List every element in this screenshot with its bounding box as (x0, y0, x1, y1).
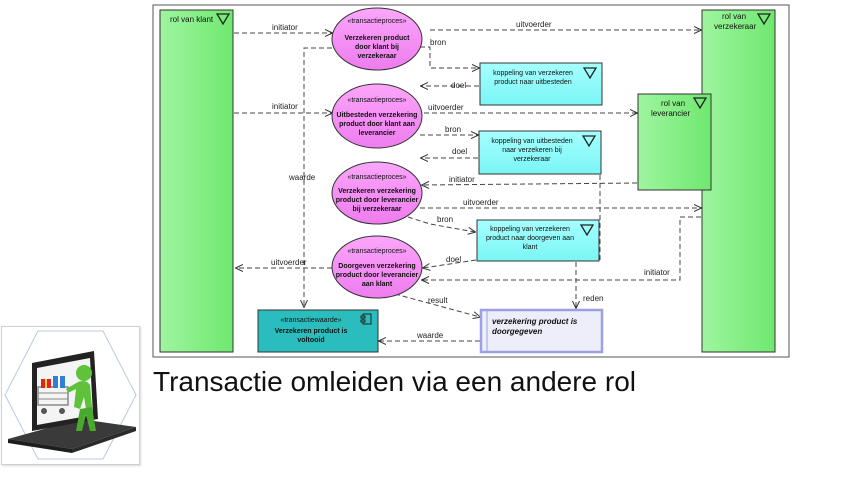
label-initiator-1: initiator (272, 23, 298, 32)
role-leverancier-label-2: leverancier (651, 109, 690, 118)
process-1-line-3: verzekeraar (358, 53, 397, 60)
process-1[interactable]: «transactieproces» Verzekeren product do… (331, 7, 423, 71)
process-2[interactable]: «transactieproces» Uitbesteden verzekeri… (331, 83, 423, 149)
connector-initiator-4 (422, 216, 701, 280)
role-klant-label: rol van klant (170, 15, 214, 24)
process-4-stereotype: «transactieproces» (347, 248, 406, 255)
value-line-2: voltooid (297, 337, 324, 344)
label-uitvoerder-4: uitvoerder (271, 258, 307, 267)
connector-initiator-3 (422, 183, 638, 185)
process-4-line-1: Doorgeven verzekering (338, 263, 415, 270)
process-2-line-1: Uitbesteden verzekering (337, 112, 418, 119)
label-reden: reden (583, 294, 603, 303)
process-3-line-1: Verzekeren verzekering (338, 188, 416, 195)
label-uitvoerder-3: uitvoerder (463, 198, 499, 207)
connector-result (394, 293, 480, 317)
result-line-2: doorgegeven (492, 327, 542, 336)
label-uitvoerder-1: uitvoerder (516, 20, 552, 29)
label-doel-2: doel (452, 147, 467, 156)
role-klant[interactable]: rol van klant (159, 9, 234, 353)
process-3[interactable]: «transactieproces» Verzekeren verzekerin… (331, 161, 423, 225)
process-1-line-2: door klant bij (355, 44, 399, 51)
process-2-stereotype: «transactieproces» (347, 97, 406, 104)
process-3-line-2: product door leverancier (336, 197, 419, 204)
coupling-3[interactable]: koppeling van verzekeren product naar do… (476, 219, 600, 262)
label-bron-3: bron (437, 215, 453, 224)
triangle-down-icon (581, 135, 597, 148)
role-verzekeraar-label-2: verzekeraar (714, 22, 757, 31)
label-doel-1: doel (451, 81, 466, 90)
connector-waarde-2 (304, 47, 332, 307)
label-initiator-2: initiator (272, 102, 298, 111)
process-1-line-1: Verzekeren product (345, 35, 411, 42)
connector-doel-3 (423, 259, 477, 268)
coupling-1-line-1: koppeling van verzekeren (493, 70, 573, 77)
transaction-value[interactable]: «transactiewaarde» Verzekeren product is… (257, 309, 379, 353)
role-leverancier-label-1: rol van (661, 99, 685, 108)
label-initiator-3: initiator (449, 175, 475, 184)
coupling-1[interactable]: koppeling van verzekeren product naar ui… (479, 62, 603, 106)
coupling-1-line-2: product naar uitbesteden (494, 79, 572, 86)
coupling-3-line-1: koppeling van verzekeren (490, 226, 570, 233)
connector-labels: initiator uitvoerder bron doel initiator… (271, 20, 670, 340)
role-leverancier[interactable]: rol van leverancier (637, 93, 712, 191)
coupling-3-line-3: klant (523, 244, 538, 251)
label-result: result (428, 296, 448, 305)
process-2-line-2: product door klant aan (339, 121, 415, 128)
triangle-down-icon (579, 224, 595, 237)
role-verzekeraar[interactable]: rol van verzekeraar (701, 9, 776, 353)
label-uitvoerder-2: uitvoerder (428, 103, 464, 112)
coupling-2[interactable]: koppeling van uitbesteden naar verzekere… (478, 130, 602, 175)
label-waarde-2: waarde (288, 173, 316, 182)
role-verzekeraar-label-1: rol van (722, 12, 746, 21)
connectors (234, 30, 701, 341)
label-doel-3: doel (446, 255, 461, 264)
page-title: Transactie omleiden via een andere rol (153, 366, 637, 397)
coupling-2-line-3: verzekeraar (514, 156, 552, 163)
label-bron-1: bron (430, 38, 446, 47)
label-initiator-4: initiator (644, 268, 670, 277)
triangle-down-icon (756, 13, 772, 26)
laptop-shopping-cart-illustration (4, 330, 137, 460)
process-4-line-3: aan klant (362, 281, 393, 288)
process-4-line-2: product door leverancier (336, 272, 419, 279)
thumbnail-frame (1, 326, 140, 465)
value-line-1: Verzekeren product is (275, 328, 348, 335)
connector-bron-1 (420, 46, 479, 68)
triangle-down-icon (692, 97, 708, 110)
process-2-line-3: leverancier (359, 130, 396, 137)
coupling-2-line-1: koppeling van uitbesteden (491, 138, 572, 145)
component-icon (360, 313, 372, 325)
triangle-down-icon (215, 13, 231, 26)
process-3-line-3: bij verzekeraar (352, 206, 401, 213)
label-waarde-1: waarde (416, 331, 444, 340)
process-3-stereotype: «transactieproces» (347, 174, 406, 181)
result-object[interactable]: verzekering product is doorgegeven (479, 308, 604, 354)
process-4[interactable]: «transactieproces» Doorgeven verzekering… (331, 235, 423, 299)
value-stereotype: «transactiewaarde» (280, 317, 341, 324)
coupling-3-line-2: product naar doorgeven aan (486, 235, 574, 242)
result-line-1: verzekering product is (492, 317, 578, 326)
coupling-2-line-2: naar verzekeren bij (502, 147, 562, 154)
process-1-stereotype: «transactieproces» (347, 18, 406, 25)
label-bron-2: bron (445, 125, 461, 134)
triangle-down-icon (582, 67, 598, 80)
